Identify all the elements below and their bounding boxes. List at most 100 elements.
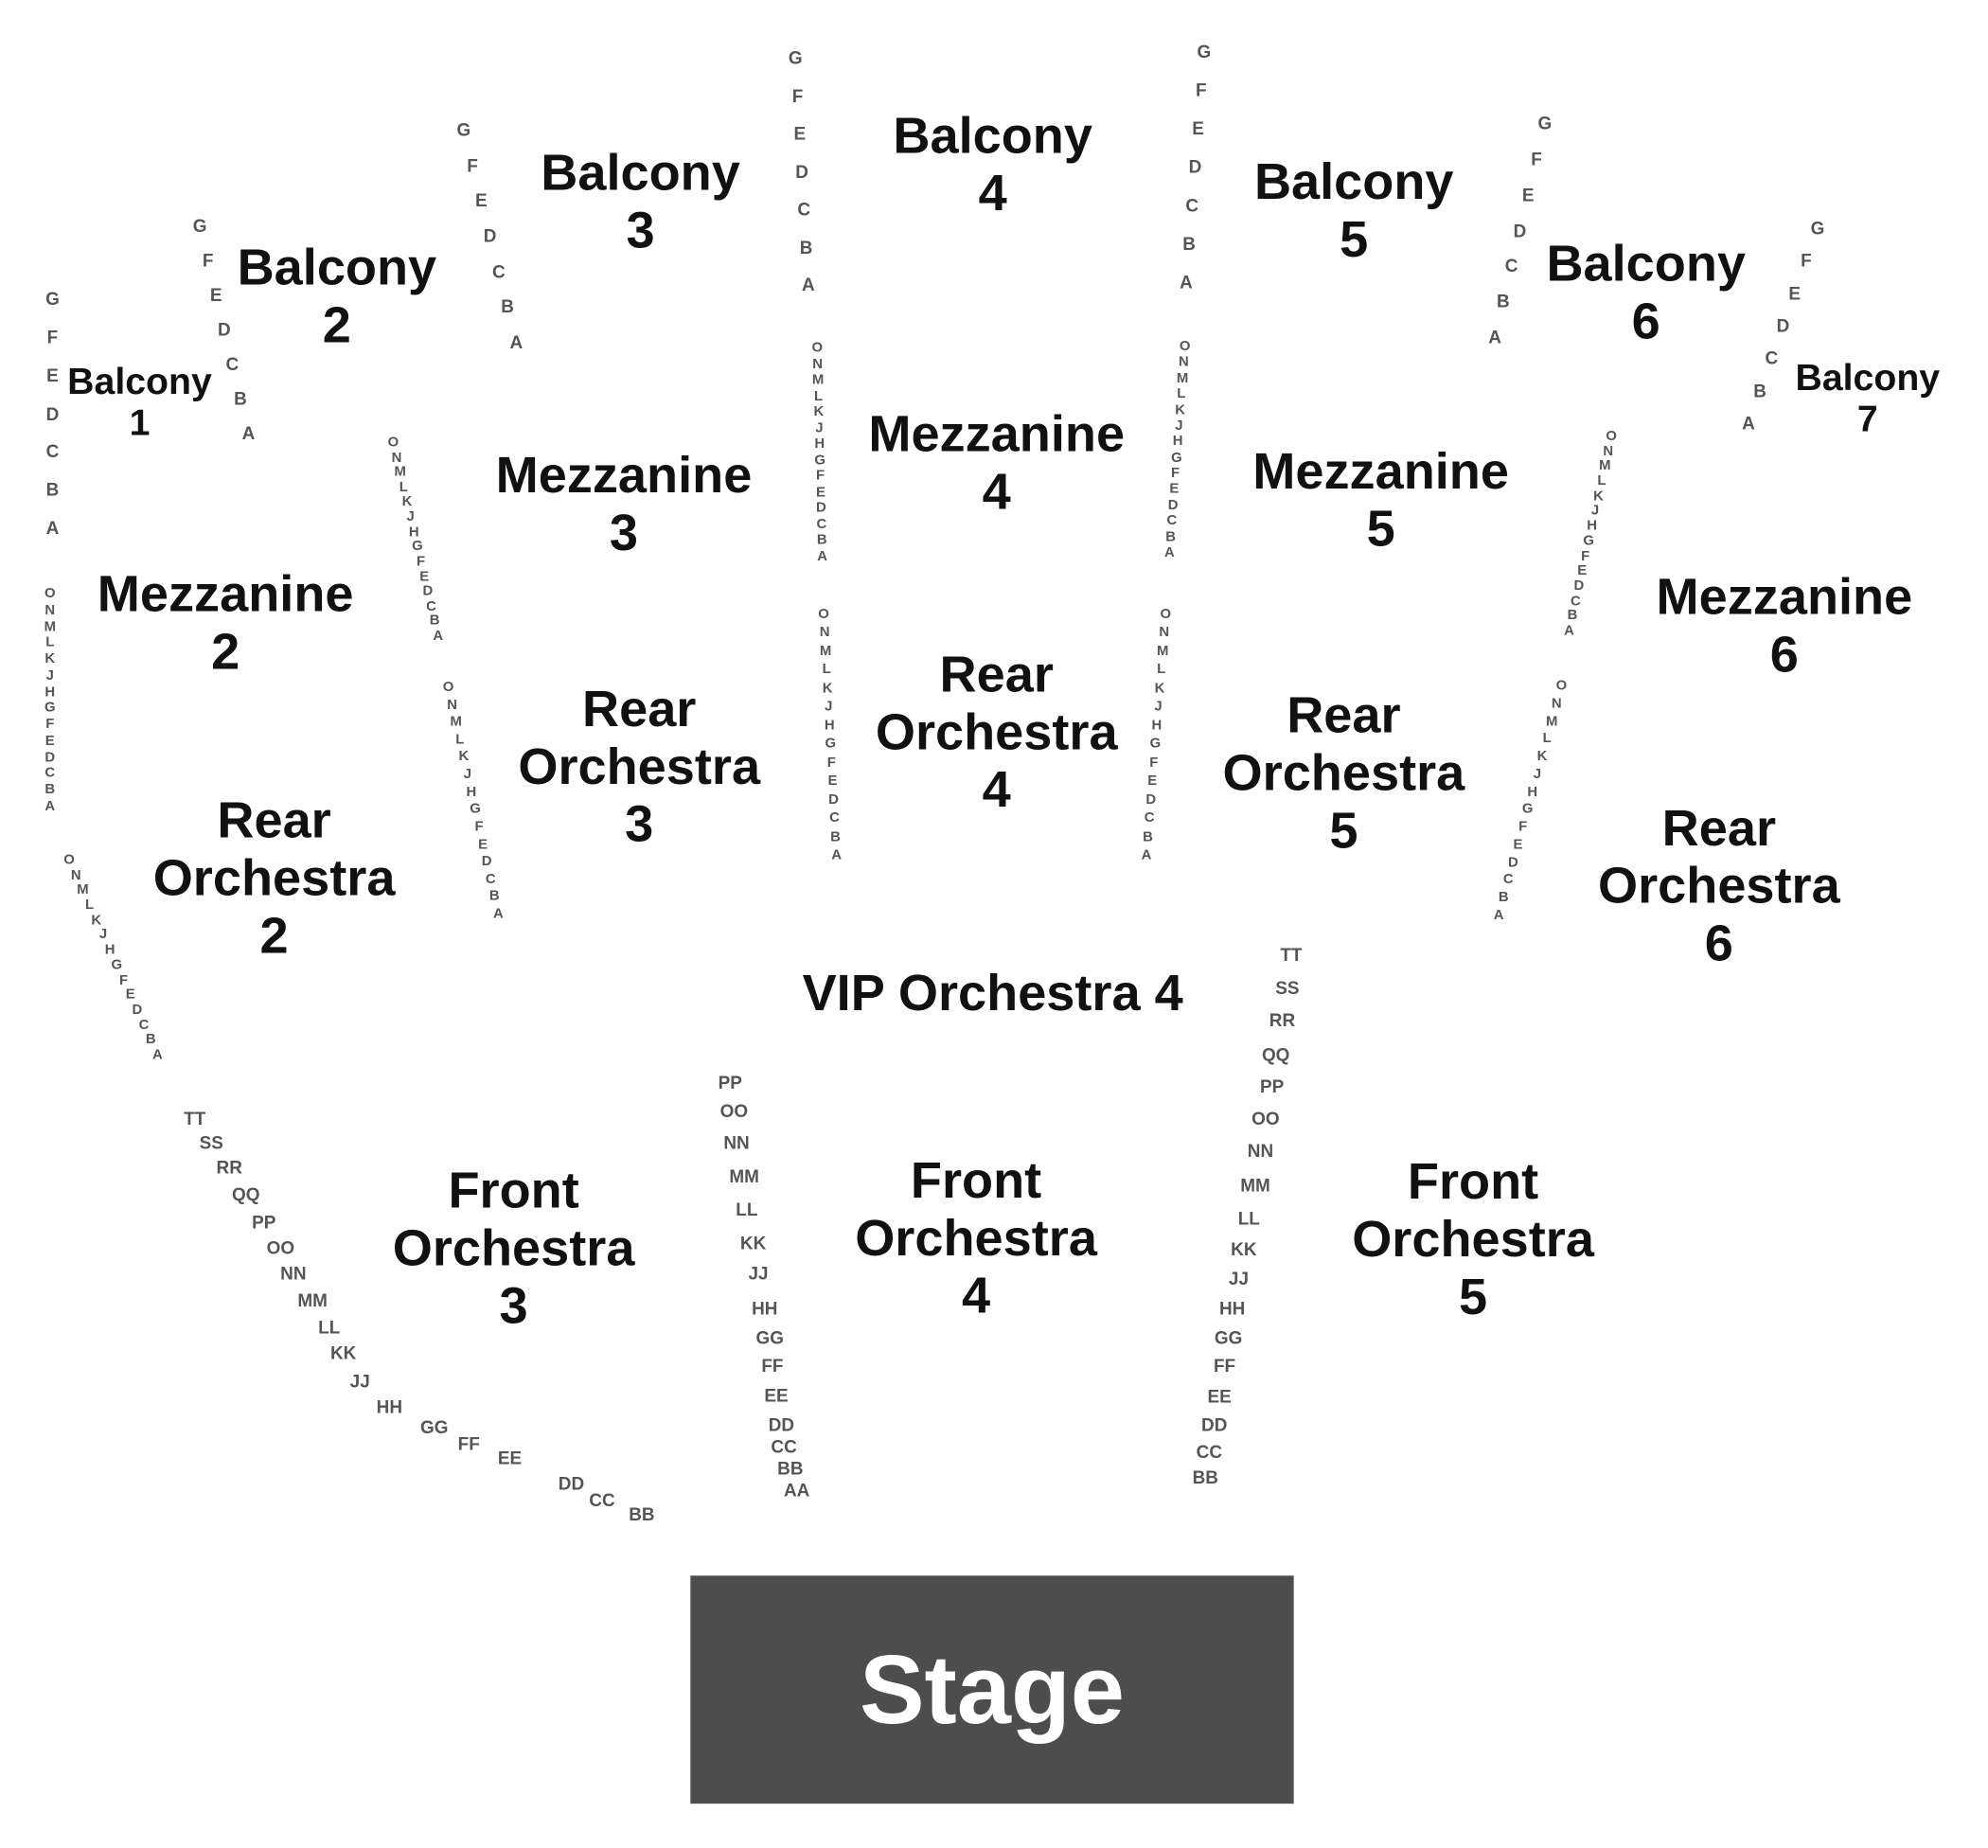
section-balcony-4[interactable]: Balcony 4 [893, 108, 1092, 222]
row-label: HH [376, 1395, 403, 1417]
row-label: QQ [1261, 1043, 1290, 1065]
section-line: Orchestra [855, 1210, 1097, 1267]
section-mezzanine-4[interactable]: Mezzanine 4 [868, 406, 1125, 521]
row-label: C [1166, 513, 1178, 529]
row-label: H [814, 436, 825, 453]
row-label: E [827, 773, 838, 790]
section-line: Mezzanine [1656, 569, 1913, 626]
row-label: B [1498, 890, 1509, 906]
row-label: G [788, 47, 803, 68]
section-mezzanine-2[interactable]: Mezzanine 2 [98, 566, 354, 681]
section-balcony-2[interactable]: Balcony 2 [238, 240, 437, 354]
section-mezzanine-6[interactable]: Mezzanine 6 [1657, 569, 1913, 684]
row-label: O [44, 586, 56, 602]
row-label: F [467, 154, 478, 175]
row-label: PP [718, 1072, 742, 1093]
section-line: 3 [609, 505, 639, 561]
row-label: D [483, 225, 497, 246]
section-line: VIP Orchestra 4 [802, 965, 1183, 1022]
row-label: FF [761, 1355, 784, 1377]
row-label: M [819, 643, 832, 660]
row-label: D [816, 500, 826, 517]
section-vip-orchestra-4[interactable]: VIP Orchestra 4 [803, 966, 1183, 1023]
row-label: O [1160, 606, 1172, 622]
row-label: M [811, 372, 825, 388]
section-mezzanine-3[interactable]: Mezzanine 3 [496, 448, 753, 562]
row-label: JJ [1228, 1268, 1249, 1289]
section-front-orchestra-3[interactable]: Front Orchestra 3 [393, 1163, 635, 1335]
section-line: 6 [1769, 626, 1799, 684]
row-label: DD [1201, 1413, 1228, 1435]
row-label: G [44, 700, 56, 717]
section-rear-orchestra-4[interactable]: Rear Orchestra 4 [876, 647, 1118, 819]
row-label: H [1172, 434, 1183, 450]
row-label: J [463, 766, 472, 783]
section-balcony-3[interactable]: Balcony 3 [541, 145, 740, 259]
row-label: G [1810, 218, 1825, 239]
row-label: OO [1251, 1108, 1280, 1129]
row-label: F [791, 84, 804, 106]
row-label: PP [1259, 1075, 1285, 1097]
section-rear-orchestra-2[interactable]: Rear Orchestra 2 [153, 792, 396, 965]
row-label: C [138, 1017, 150, 1033]
row-label: CC [1196, 1441, 1223, 1462]
section-balcony-7[interactable]: Balcony 7 [1795, 358, 1940, 441]
row-label: G [192, 215, 207, 236]
row-label: GG [1214, 1326, 1243, 1348]
row-label: G [814, 453, 825, 469]
row-label: A [1163, 544, 1175, 560]
row-label: SS [1275, 977, 1300, 999]
section-line: 3 [499, 1277, 528, 1335]
row-label: LL [318, 1316, 341, 1338]
row-label: L [455, 732, 465, 748]
row-label: G [1197, 41, 1212, 62]
row-label: MM [729, 1165, 759, 1186]
row-label: A [241, 422, 256, 444]
section-line: Orchestra [152, 849, 396, 907]
row-label: C [44, 766, 56, 782]
section-balcony-6[interactable]: Balcony 6 [1546, 236, 1746, 350]
row-label: EE [497, 1448, 523, 1468]
row-label: C [491, 260, 506, 282]
row-label: SS [199, 1132, 223, 1153]
row-label: L [822, 662, 831, 678]
row-label: D [1167, 497, 1179, 513]
section-line: Rear [939, 647, 1054, 703]
row-label: A [433, 628, 444, 644]
row-label: F [46, 326, 59, 347]
row-label: C [225, 353, 240, 375]
row-label: C [797, 198, 811, 220]
row-label: E [1788, 282, 1802, 304]
row-label: A [817, 548, 828, 565]
section-mezzanine-5[interactable]: Mezzanine 5 [1252, 443, 1509, 558]
row-label: KK [329, 1342, 357, 1363]
row-label: L [1177, 386, 1186, 402]
row-label: E [209, 284, 222, 306]
row-label: O [1606, 428, 1617, 444]
row-label: A [44, 798, 56, 814]
row-label: M [394, 464, 406, 481]
row-label: MM [297, 1289, 328, 1311]
section-rear-orchestra-6[interactable]: Rear Orchestra 6 [1598, 800, 1840, 972]
row-label: A [492, 906, 504, 922]
section-line: Balcony [1795, 358, 1941, 400]
row-label: A [1488, 327, 1501, 347]
row-label: F [474, 819, 484, 835]
section-front-orchestra-5[interactable]: Front Orchestra 5 [1352, 1154, 1594, 1326]
row-label: G [45, 288, 60, 310]
section-rear-orchestra-3[interactable]: Rear Orchestra 3 [518, 682, 760, 854]
row-label: D [44, 749, 56, 766]
section-balcony-5[interactable]: Balcony 5 [1254, 154, 1454, 269]
section-front-orchestra-4[interactable]: Front Orchestra 4 [855, 1153, 1097, 1325]
section-rear-orchestra-5[interactable]: Rear Orchestra 5 [1223, 687, 1465, 860]
row-label: KK [1231, 1238, 1257, 1260]
section-line: 1 [129, 403, 151, 445]
row-label: M [77, 882, 89, 898]
row-label: K [1593, 488, 1604, 505]
row-label: L [399, 479, 408, 495]
row-label: H [104, 942, 115, 958]
row-label: NN [723, 1132, 750, 1153]
row-label: L [813, 388, 824, 404]
section-line: Rear [1661, 800, 1777, 857]
section-balcony-1[interactable]: Balcony 1 [67, 362, 212, 445]
